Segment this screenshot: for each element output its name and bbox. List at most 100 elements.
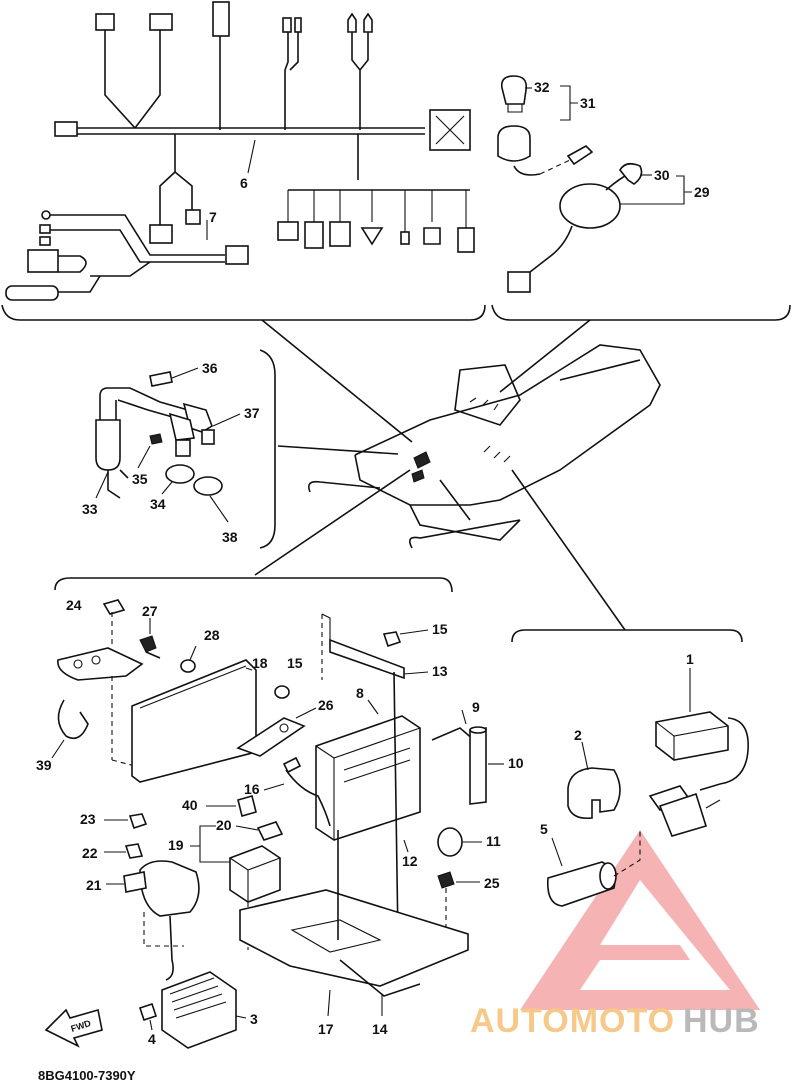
callout-27: 27 <box>142 603 158 619</box>
callout-22: 22 <box>82 845 98 861</box>
callout-5: 5 <box>540 821 548 837</box>
knob-30 <box>619 162 643 185</box>
callout-21: 21 <box>86 877 102 893</box>
callout-13: 13 <box>432 663 448 679</box>
switch-29 <box>559 183 621 229</box>
switch-bracket <box>491 304 791 321</box>
callout-17: 17 <box>318 1021 334 1037</box>
connector-fan-2 <box>304 221 324 249</box>
nut-23 <box>128 813 148 830</box>
clip-39 <box>57 699 89 740</box>
grommet-34 <box>165 464 195 484</box>
callout-9: 9 <box>472 699 480 715</box>
connector-7 <box>225 245 249 265</box>
snowmobile-body <box>354 344 661 506</box>
connector-top-1 <box>95 13 115 31</box>
box-8 <box>315 715 421 841</box>
switch-group: 32 31 30 29 <box>491 75 791 321</box>
callout-8: 8 <box>356 685 364 701</box>
snowmobile-illustration <box>307 344 661 549</box>
ski-left <box>307 480 381 493</box>
nut-15b <box>274 685 290 699</box>
ski-right <box>409 519 521 549</box>
callout-3: 3 <box>250 1011 258 1027</box>
connector-top-3 <box>212 1 230 37</box>
callout-19: 19 <box>168 837 184 853</box>
callout-35: 35 <box>132 471 148 487</box>
callout-28: 28 <box>204 627 220 643</box>
callout-30: 30 <box>654 167 670 183</box>
plug-cap-37b <box>168 412 195 441</box>
callout-14: 14 <box>372 1021 388 1037</box>
connector-mid-1 <box>149 224 173 244</box>
callout-34: 34 <box>150 496 166 512</box>
bracket-13 <box>329 638 405 680</box>
bracket-2 <box>567 767 621 820</box>
callout-25: 25 <box>484 875 500 891</box>
bolt-15a <box>382 631 402 648</box>
callout-6: 6 <box>240 175 248 191</box>
callout-10: 10 <box>508 755 524 771</box>
stay-14 <box>339 959 421 997</box>
wire-harness-group: 6 7 <box>1 1 486 321</box>
cdi-group: 1 2 5 <box>511 629 749 907</box>
callout-4: 4 <box>148 1031 156 1047</box>
callout-26: 26 <box>318 697 334 713</box>
coil-bracket <box>259 349 276 549</box>
switch-connector <box>507 271 531 293</box>
callout-16: 16 <box>244 781 260 797</box>
callout-32: 32 <box>534 79 550 95</box>
cover-plate-18 <box>131 659 257 783</box>
callout-37: 37 <box>244 405 260 421</box>
callout-29: 29 <box>694 184 710 200</box>
connector-lower-2 <box>5 285 59 301</box>
bolt-25 <box>437 871 455 889</box>
connector-fan-3 <box>329 221 351 247</box>
sub-harness-7 <box>50 214 225 256</box>
connector-top-2 <box>149 13 173 31</box>
ignition-coil-33 <box>95 419 121 471</box>
callout-15a: 15 <box>432 621 448 637</box>
callout-2: 2 <box>574 727 582 743</box>
callout-33: 33 <box>82 501 98 517</box>
clamp-36 <box>149 371 173 387</box>
callout-11: 11 <box>486 833 501 849</box>
part-40 <box>237 795 257 817</box>
regulator-3 <box>161 971 237 1049</box>
callout-39: 39 <box>36 757 52 773</box>
watermark-text-2: HUB <box>683 1002 760 1040</box>
electrical-components-group: FWD 24 27 28 15 13 18 15 26 8 9 10 16 40… <box>36 577 524 1049</box>
cdi-unit-1 <box>655 711 729 761</box>
harness-end-connector <box>54 121 78 137</box>
cdi-connector <box>658 792 708 837</box>
harness-bracket <box>1 304 486 321</box>
screw-35 <box>149 433 163 445</box>
callout-20: 20 <box>216 817 232 833</box>
connector-fan-6 <box>423 227 441 245</box>
snowmobile-windshield <box>454 364 521 426</box>
connector-mid-2 <box>185 209 201 225</box>
callout-40: 40 <box>182 797 198 813</box>
components-bracket <box>54 577 453 593</box>
nut-22 <box>124 843 144 859</box>
watermark-text-1: AUTOMOTO <box>470 1002 675 1040</box>
cdi-bracket <box>511 629 743 643</box>
callout-36: 36 <box>202 360 218 376</box>
wire-16 <box>285 769 331 827</box>
bolt-4 <box>138 1002 158 1022</box>
callout-23: 23 <box>80 811 96 827</box>
nut-24 <box>102 599 126 615</box>
diagram-code: 8BG4100-7390Y <box>38 1068 136 1083</box>
callout-12: 12 <box>402 853 418 869</box>
callout-15b: 15 <box>287 655 303 671</box>
base-bracket-17 <box>239 889 469 987</box>
grommet-38 <box>193 476 223 496</box>
callout-38: 38 <box>222 529 238 545</box>
mount-plate <box>57 647 144 681</box>
grommet-11 <box>437 827 463 857</box>
callout-18: 18 <box>252 655 268 671</box>
callout-24: 24 <box>66 597 82 613</box>
washer-28 <box>180 659 196 673</box>
